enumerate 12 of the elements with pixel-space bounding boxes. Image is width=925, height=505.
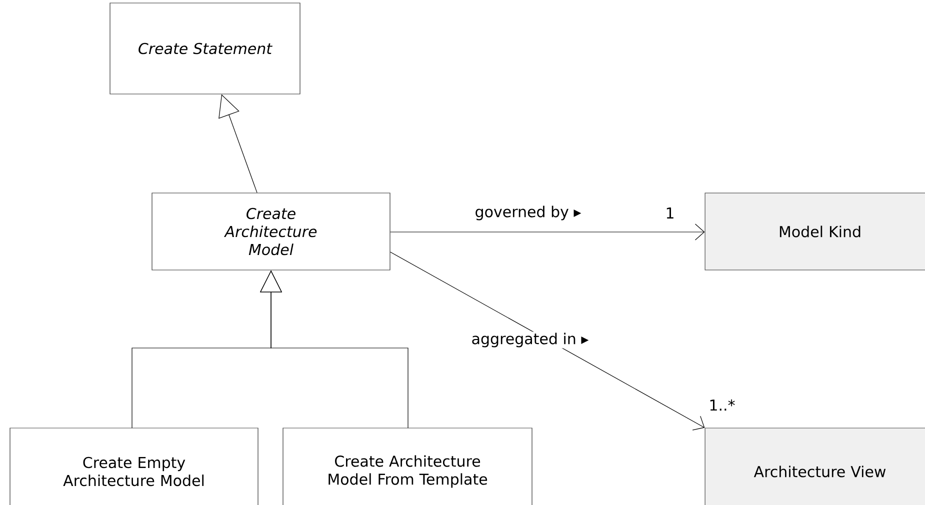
abstract-class-box: Create Architecture Model bbox=[152, 192, 390, 270]
class-box: Create Architecture Model From Template bbox=[282, 428, 532, 505]
edge-label: aggregated in ▸ bbox=[470, 332, 590, 348]
class-box: Architecture View bbox=[704, 428, 925, 505]
multiplicity-label: 1 bbox=[666, 208, 674, 218]
association-arrow bbox=[390, 224, 705, 240]
edge-label: governed by ▸ bbox=[476, 206, 582, 220]
association-arrow bbox=[390, 252, 705, 430]
abstract-class-box: Create Statement bbox=[110, 2, 300, 94]
class-box: Create Empty Architecture Model bbox=[10, 428, 258, 505]
class-box: Model Kind bbox=[704, 192, 925, 270]
multiplicity-label: 1..* bbox=[710, 399, 735, 411]
